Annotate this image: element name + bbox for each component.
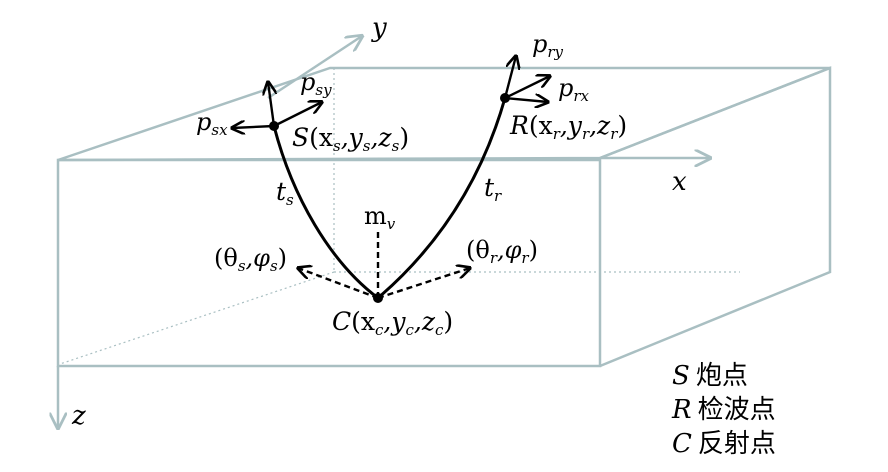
source-psx-arrow: [232, 126, 275, 128]
mv-label: mv: [364, 202, 396, 233]
pry-label: pry: [532, 30, 564, 61]
reflection-vectors: [298, 232, 470, 300]
receiver-vectors: [503, 56, 550, 102]
axes: [58, 36, 710, 428]
y-axis-line: [267, 36, 362, 100]
reflected-angle-arrow: [377, 268, 470, 300]
receiver-pry-arrow: [503, 56, 516, 99]
x-axis-label: x: [672, 167, 687, 197]
y-axis-label: y: [371, 13, 387, 43]
source-up-arrow: [268, 82, 274, 127]
receiver-prx-arrow: [504, 76, 550, 100]
receiver-coord-label: R(xr,yr,zr): [509, 111, 627, 143]
theta-s-label: (θs,φs): [214, 244, 287, 275]
model-box: [56, 66, 832, 368]
receiver-right-arrow: [504, 98, 548, 102]
box-front-face: [56, 158, 602, 368]
source-psy-arrow: [273, 102, 322, 128]
prx-label: prx: [558, 74, 590, 105]
psx-label: psx: [196, 108, 228, 139]
receiver-point: [500, 93, 510, 103]
z-axis-label: z: [71, 401, 86, 431]
ts-label: ts: [276, 177, 294, 209]
theta-r-label: (θr,φr): [466, 236, 538, 267]
incident-angle-arrow: [298, 268, 379, 300]
hidden-diagonal: [59, 271, 335, 365]
hidden-edges: [59, 68, 740, 365]
source-vectors: [232, 82, 322, 128]
source-coord-label: S(xs,ys,zs): [292, 123, 409, 155]
source-point: [269, 121, 279, 131]
reflection-coord-label: C(xc,yc,zc): [332, 307, 453, 339]
tr-label: tr: [484, 173, 502, 205]
reflection-point: [373, 293, 383, 303]
box-right-face: [599, 66, 832, 368]
psy-label: psy: [300, 68, 332, 99]
